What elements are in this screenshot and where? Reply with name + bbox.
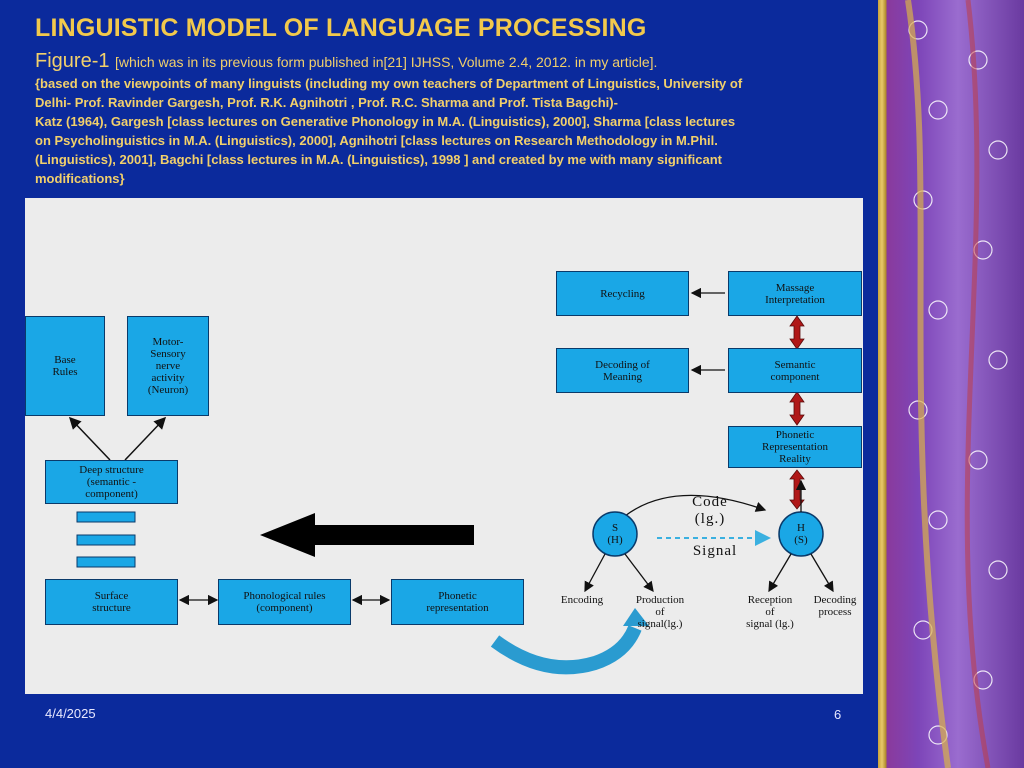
speaker-label: S (H) bbox=[607, 522, 623, 546]
deep-structure-box: Deep structure (semantic - component) bbox=[45, 460, 178, 504]
arrow-to-base-rules bbox=[68, 416, 111, 461]
speaker-circle bbox=[592, 511, 638, 557]
transform-bar bbox=[76, 511, 136, 523]
figure-note: [which was in its previous form publishe… bbox=[115, 54, 658, 70]
body-line: on Psycholinguistics in M.A. (Linguistic… bbox=[35, 133, 718, 148]
code-label: Code (lg.) bbox=[692, 494, 728, 527]
red-double-arrows bbox=[789, 315, 805, 510]
figure-caption: Figure-1 [which was in its previous form… bbox=[35, 50, 865, 73]
encoding-label: Encoding bbox=[560, 594, 604, 606]
slide-date: 4/4/2025 bbox=[45, 706, 96, 721]
body-line: Delhi- Prof. Ravinder Gargesh, Prof. R.K… bbox=[35, 95, 618, 110]
figure-label: Figure-1 bbox=[35, 50, 116, 72]
decoding-meaning-box: Decoding of Meaning bbox=[556, 348, 689, 393]
decorative-floral-border bbox=[878, 0, 1024, 768]
transform-bar bbox=[76, 556, 136, 568]
phonological-rules-box: Phonological rules (component) bbox=[218, 579, 351, 625]
body-text: {based on the viewpoints of many linguis… bbox=[35, 74, 855, 188]
production-label: Production of signal(lg.) bbox=[635, 594, 685, 630]
massage-interpretation-box: Massage Interpretation bbox=[728, 271, 862, 316]
slide: LINGUISTIC MODEL OF LANGUAGE PROCESSING … bbox=[0, 0, 878, 768]
arrow-to-motor-sensory bbox=[124, 416, 167, 461]
hearer-label: H (S) bbox=[794, 522, 808, 546]
body-line: modifications} bbox=[35, 171, 125, 186]
page-number: 6 bbox=[834, 707, 842, 722]
body-line: (Linguistics), 2001], Bagchi [class lect… bbox=[35, 152, 723, 167]
reception-label: Reception of signal (lg.) bbox=[746, 594, 794, 630]
body-line: {based on the viewpoints of many linguis… bbox=[35, 76, 743, 91]
surface-structure-box: Surface structure bbox=[45, 579, 178, 625]
slide-title: LINGUISTIC MODEL OF LANGUAGE PROCESSING bbox=[35, 14, 647, 42]
recycling-box: Recycling bbox=[556, 271, 689, 316]
floral-pattern-icon bbox=[905, 0, 1008, 768]
body-line: Katz (1964), Gargesh [class lectures on … bbox=[35, 114, 736, 129]
big-left-arrow-icon bbox=[260, 513, 474, 557]
code-arc-arrow bbox=[624, 494, 767, 517]
diagram-connectors bbox=[68, 287, 834, 675]
semantic-component-box: Semantic component bbox=[728, 348, 862, 393]
curved-blue-arrow-icon bbox=[490, 625, 642, 675]
transform-bar bbox=[76, 534, 136, 546]
motor-sensory-box: Motor- Sensory nerve activity (Neuron) bbox=[127, 316, 209, 416]
decoding-process-label: Decoding process bbox=[813, 594, 857, 618]
phonetic-representation-box: Phonetic representation bbox=[391, 579, 524, 625]
language-processing-diagram: Base Rules Motor- Sensory nerve activity… bbox=[25, 198, 863, 694]
signal-label: Signal bbox=[692, 543, 738, 559]
base-rules-box: Base Rules bbox=[25, 316, 105, 416]
phonetic-reality-box: Phonetic Representation Reality bbox=[728, 426, 862, 468]
